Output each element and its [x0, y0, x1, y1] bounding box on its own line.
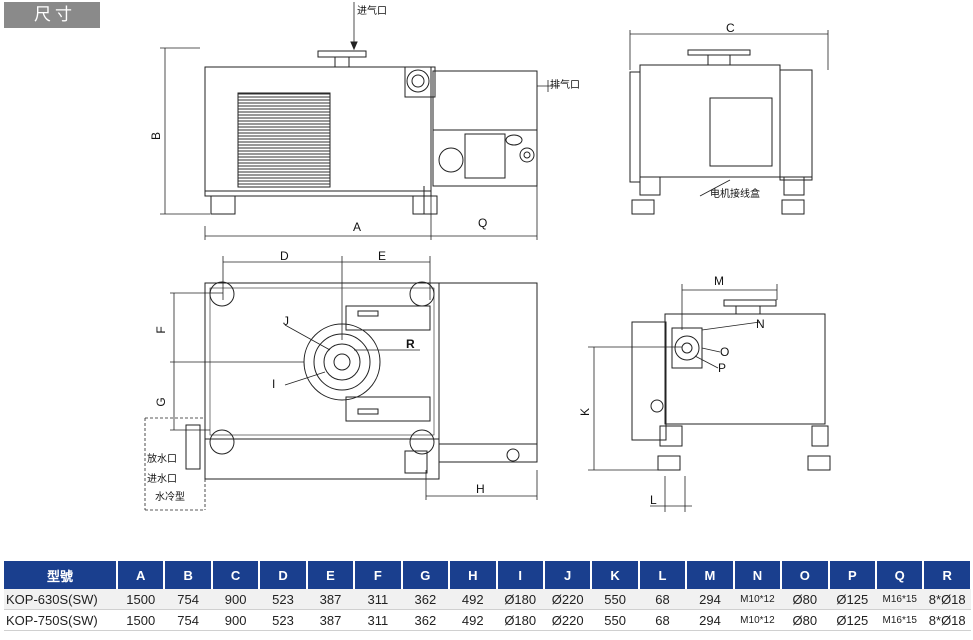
cell-j: Ø220 [543, 609, 592, 631]
spec-header-row: 型號 A B C D E F G H I J K L M N O P Q R [4, 561, 972, 589]
dimension-drawing: 进气口 排气口 电机接线盒 放水口 进水口 水冷型 A B C D E F G … [144, 2, 831, 512]
cell-p: Ø125 [828, 609, 876, 631]
cell-b: 754 [164, 609, 212, 631]
top-view [144, 256, 538, 511]
header-c: C [211, 561, 261, 589]
cell-e: 387 [306, 609, 355, 631]
spec-table: 型號 A B C D E F G H I J K L M N O P Q R K… [4, 561, 972, 631]
cell-q: M16*15 [876, 609, 924, 631]
dim-r-label: R [406, 337, 415, 351]
cell-m: 294 [686, 589, 734, 610]
cell-n: M10*12 [733, 589, 782, 610]
section-title: 尺寸 [4, 2, 100, 28]
header-i: I [496, 561, 545, 589]
header-a: A [117, 561, 166, 589]
cell-o: Ø80 [781, 609, 829, 631]
dim-g-label: G [154, 397, 168, 406]
dim-b-label: B [149, 132, 163, 140]
header-g: G [401, 561, 451, 589]
cell-l: 68 [638, 609, 687, 631]
front-view [160, 2, 560, 240]
motor-box-label: 电机接线盒 [710, 187, 760, 200]
cell-o: Ø80 [781, 589, 829, 610]
cell-f: 311 [354, 589, 402, 610]
dim-j-label: J [283, 314, 289, 328]
dim-l-label: L [650, 493, 657, 507]
cell-d: 523 [259, 609, 307, 631]
header-model: 型號 [4, 561, 118, 589]
header-q: Q [876, 561, 925, 589]
dim-h-label: H [476, 482, 485, 496]
cell-d: 523 [259, 589, 307, 610]
dim-m-label: M [714, 274, 724, 288]
water-cooled-label: 水冷型 [155, 490, 185, 503]
dim-d-label: D [280, 249, 289, 263]
cell-c: 900 [211, 589, 260, 610]
cell-m: 294 [686, 609, 734, 631]
cell-g: 362 [401, 589, 450, 610]
header-e: E [306, 561, 356, 589]
header-p: P [828, 561, 878, 589]
dim-o-label: O [720, 345, 729, 359]
header-f: F [354, 561, 403, 589]
side-view [629, 30, 829, 215]
dim-e-label: E [378, 249, 386, 263]
cell-i: Ø180 [496, 609, 544, 631]
cell-model: KOP-750S(SW) [4, 609, 117, 631]
cell-k: 550 [591, 609, 639, 631]
cell-k: 550 [591, 589, 639, 610]
cell-h: 492 [449, 609, 497, 631]
cell-l: 68 [638, 589, 687, 610]
end-view [588, 284, 831, 512]
cell-f: 311 [354, 609, 402, 631]
cell-g: 362 [401, 609, 450, 631]
header-d: D [259, 561, 308, 589]
header-m: M [686, 561, 735, 589]
cell-e: 387 [306, 589, 355, 610]
cell-c: 900 [211, 609, 260, 631]
dim-k-label: K [578, 408, 592, 416]
header-l: L [638, 561, 688, 589]
cell-model: KOP-630S(SW) [4, 589, 117, 610]
header-o: O [781, 561, 830, 589]
cell-a: 1500 [117, 589, 165, 610]
dim-f-label: F [154, 326, 168, 333]
drain-label: 放水口 [147, 452, 177, 465]
cell-q: M16*15 [876, 589, 924, 610]
dim-n-label: N [756, 317, 765, 331]
cell-r: 8*Ø18 [923, 609, 971, 631]
cell-n: M10*12 [733, 609, 782, 631]
header-k: K [591, 561, 640, 589]
cell-h: 492 [449, 589, 497, 610]
table-row: KOP-630S(SW) 1500 754 900 523 387 311 36… [4, 589, 971, 610]
header-j: J [543, 561, 593, 589]
dim-p-label: P [718, 361, 726, 375]
dim-c-label: C [726, 21, 735, 35]
cell-r: 8*Ø18 [923, 589, 971, 610]
header-h: H [449, 561, 498, 589]
water-in-label: 进水口 [147, 473, 177, 485]
cell-b: 754 [164, 589, 212, 610]
header-b: B [164, 561, 213, 589]
header-n: N [733, 561, 783, 589]
table-row: KOP-750S(SW) 1500 754 900 523 387 311 36… [4, 609, 971, 631]
dim-a-label: A [353, 220, 361, 234]
inlet-label: 进气口 [357, 4, 387, 17]
cell-p: Ø125 [828, 589, 876, 610]
dim-q-label: Q [478, 216, 487, 230]
cell-j: Ø220 [543, 589, 592, 610]
cell-i: Ø180 [496, 589, 544, 610]
dim-i-label: I [272, 377, 275, 391]
cell-a: 1500 [117, 609, 165, 631]
exhaust-label: 排气口 [550, 78, 580, 91]
header-r: R [923, 561, 972, 589]
